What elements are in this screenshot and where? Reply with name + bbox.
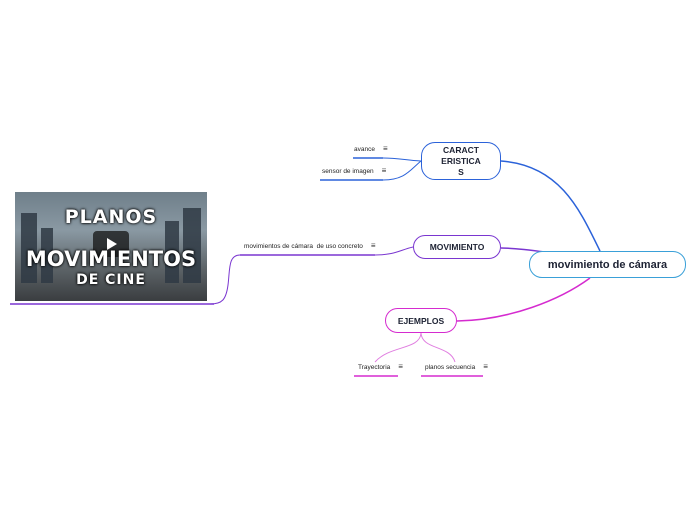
menu-icon[interactable]: ≡ xyxy=(370,241,376,250)
leaf-movimientos-uso-concreto[interactable]: movimientos de cámara de uso concreto ≡ xyxy=(244,242,376,250)
connector-movimiento-child xyxy=(374,246,414,256)
building-shape xyxy=(165,221,179,283)
root-label: movimiento de cámara xyxy=(547,258,668,271)
leaf-label: avance xyxy=(354,145,375,153)
branch-label-movimiento: MOVIMIENTO xyxy=(429,242,485,252)
root-node[interactable]: movimiento de cámara xyxy=(529,251,686,278)
connector-movimiento-thumbnail xyxy=(209,254,241,305)
building-shape xyxy=(183,208,201,283)
thumbnail-title-line1: PLANOS xyxy=(64,206,158,228)
video-thumbnail[interactable]: PLANOS MOVIMIENTOS DE CINE xyxy=(15,192,207,301)
branch-node-ejemplos[interactable]: EJEMPLOS xyxy=(385,308,457,333)
connector-root-ejemplos xyxy=(456,277,591,322)
leaf-label: planos secuencia xyxy=(425,363,476,371)
connector-ejemplos-trayectoria xyxy=(374,332,422,363)
leaf-sensor-de-imagen[interactable]: sensor de imagen ≡ xyxy=(322,167,386,175)
branch-label-caracteristicas: CARACTERISTICAS xyxy=(441,144,481,177)
connector-ejemplos-planos xyxy=(420,332,456,363)
connector-caracteristicas-sensor xyxy=(382,160,422,181)
connector-caracteristicas-avance xyxy=(382,157,422,162)
menu-icon[interactable]: ≡ xyxy=(483,362,488,371)
leaf-avance[interactable]: avance ≡ xyxy=(354,145,388,153)
leaf-label: sensor de imagen xyxy=(322,167,374,175)
branch-label-ejemplos: EJEMPLOS xyxy=(397,315,445,326)
branch-node-caracteristicas[interactable]: CARACTERISTICAS xyxy=(421,142,501,180)
leaf-label: Trayectoria xyxy=(358,363,391,371)
leaf-label: movimientos de cámara de uso concreto xyxy=(244,242,363,250)
leaf-trayectoria[interactable]: Trayectoria ≡ xyxy=(358,363,403,371)
building-shape xyxy=(21,213,37,283)
leaf-planos-secuencia[interactable]: planos secuencia ≡ xyxy=(425,363,488,371)
thumbnail-title-line3: DE CINE xyxy=(76,272,146,288)
play-icon[interactable] xyxy=(93,231,129,257)
connector-root-caracteristicas xyxy=(500,160,601,252)
menu-icon[interactable]: ≡ xyxy=(398,362,403,371)
thumbnail-title-line2: MOVIMIENTOS xyxy=(25,247,197,271)
branch-node-movimiento[interactable]: MOVIMIENTO xyxy=(413,235,501,259)
building-shape xyxy=(41,228,53,283)
menu-icon[interactable]: ≡ xyxy=(381,166,387,175)
menu-icon[interactable]: ≡ xyxy=(382,144,388,153)
